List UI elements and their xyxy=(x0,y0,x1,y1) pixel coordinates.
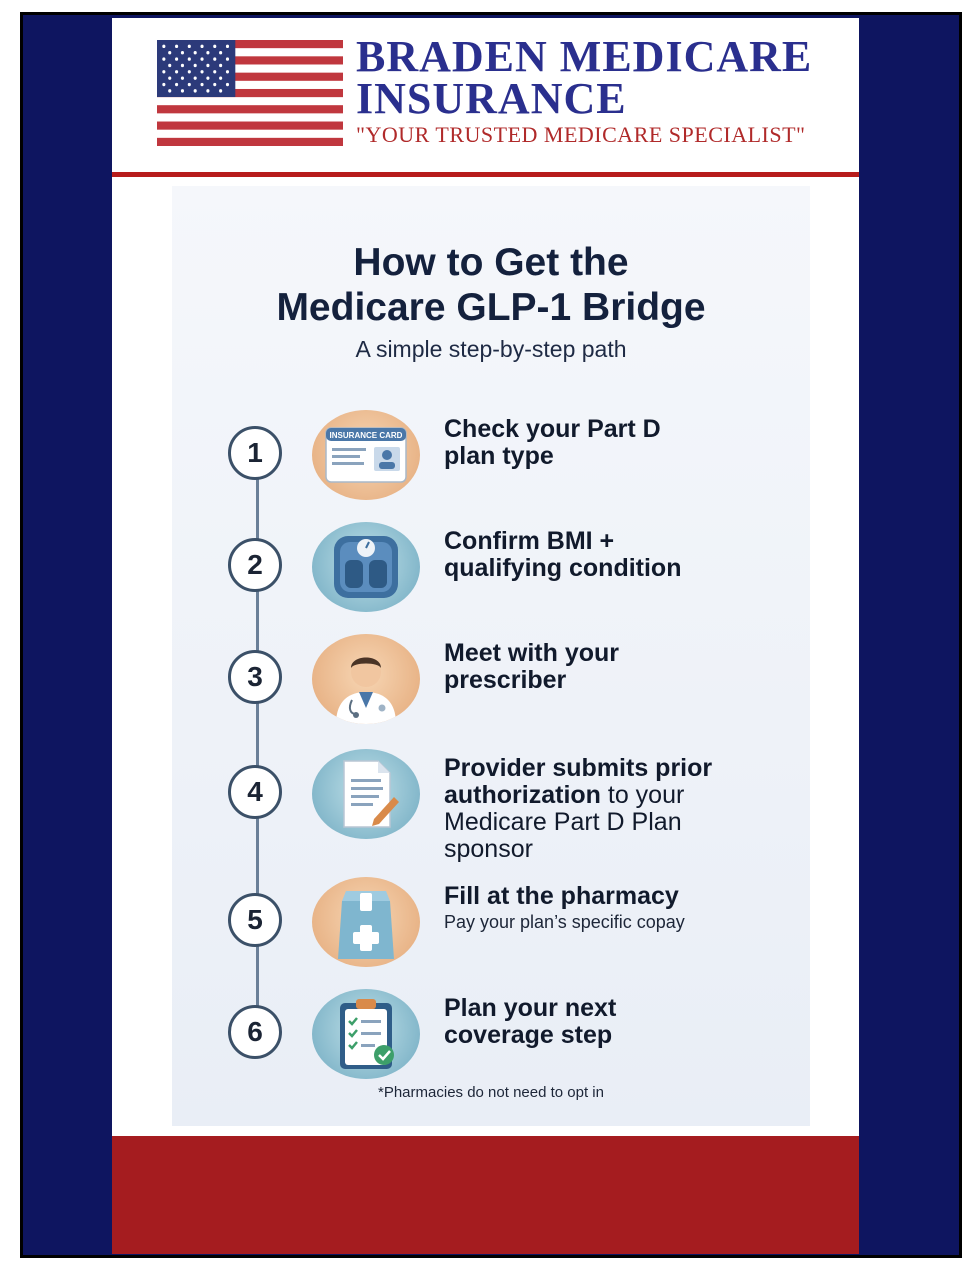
brand-header: BRADEN MEDICARE INSURANCE "YOUR TRUSTED … xyxy=(112,18,859,172)
header-divider xyxy=(112,172,859,177)
step-text: Check your Part D plan type xyxy=(444,416,804,470)
step-text: Confirm BMI + qualifying condition xyxy=(444,528,804,582)
step-3: 3 Meet with your prescriber xyxy=(172,634,810,724)
step-number: 1 xyxy=(228,426,282,480)
step-line: Plan your next xyxy=(444,994,617,1022)
step-number: 5 xyxy=(228,893,282,947)
brand-line-1: BRADEN MEDICARE xyxy=(356,32,813,81)
step-5: 5 Fill at the pharmacy Pay your plan’s s… xyxy=(172,877,810,967)
step-line: Fill at the pharmacy xyxy=(444,882,679,910)
step-number: 2 xyxy=(228,538,282,592)
step-line: sponsor xyxy=(444,835,533,863)
step-line: Meet with your xyxy=(444,639,620,667)
title-line-1: How to Get the xyxy=(353,241,629,284)
infographic-title: How to Get the Medicare GLP-1 Bridge xyxy=(172,240,810,330)
doctor-icon xyxy=(312,634,420,724)
infographic-card: How to Get the Medicare GLP-1 Bridge A s… xyxy=(172,186,810,1126)
step-2: 2 Confirm BMI + qualifying condition xyxy=(172,522,810,612)
step-number: 6 xyxy=(228,1005,282,1059)
step-line: to your xyxy=(600,781,685,809)
brand-name: BRADEN MEDICARE INSURANCE xyxy=(356,32,813,123)
step-line-bold: authorization xyxy=(444,781,601,809)
insurance-card-label: INSURANCE CARD xyxy=(330,431,403,440)
infographic-subtitle: A simple step-by-step path xyxy=(355,336,627,362)
pharmacy-bag-icon xyxy=(312,877,420,967)
step-text: Plan your next coverage step xyxy=(444,995,804,1049)
step-subtext: Pay your plan’s specific copay xyxy=(444,912,685,932)
step-1: 1 INSURANCE CARD Check your Part D plan … xyxy=(172,410,810,500)
step-line: qualifying condition xyxy=(444,554,682,582)
footer-band xyxy=(112,1136,859,1254)
us-flag-icon xyxy=(157,40,343,146)
step-line: Check your Part D xyxy=(444,415,661,443)
step-line: Provider submits prior xyxy=(444,754,713,782)
step-4: 4 Provider submits prior authorization t… xyxy=(172,749,810,863)
step-line: coverage step xyxy=(444,1021,613,1049)
step-6: 6 Plan your next coverag xyxy=(172,989,810,1079)
insurance-card-icon: INSURANCE CARD xyxy=(312,410,420,500)
step-number: 4 xyxy=(228,765,282,819)
brand-line-2: INSURANCE xyxy=(356,74,627,123)
step-line: plan type xyxy=(444,442,554,470)
title-line-2: Medicare GLP-1 Bridge xyxy=(276,286,706,329)
clipboard-check-icon xyxy=(312,989,420,1079)
step-text: Meet with your prescriber xyxy=(444,640,804,694)
step-line: Confirm BMI + xyxy=(444,527,615,555)
scale-icon xyxy=(312,522,420,612)
document-pen-icon xyxy=(312,749,420,839)
step-line: Medicare Part D Plan xyxy=(444,808,682,836)
timeline-connector xyxy=(256,446,259,1016)
step-text: Fill at the pharmacy Pay your plan’s spe… xyxy=(444,883,804,934)
step-text: Provider submits prior authorization to … xyxy=(444,755,804,863)
content-panel: BRADEN MEDICARE INSURANCE "YOUR TRUSTED … xyxy=(112,18,859,1254)
brand-tagline: "YOUR TRUSTED MEDICARE SPECIALIST" xyxy=(356,122,806,147)
step-line: prescriber xyxy=(444,666,567,694)
footnote: *Pharmacies do not need to opt in xyxy=(378,1084,604,1101)
step-number: 3 xyxy=(228,650,282,704)
